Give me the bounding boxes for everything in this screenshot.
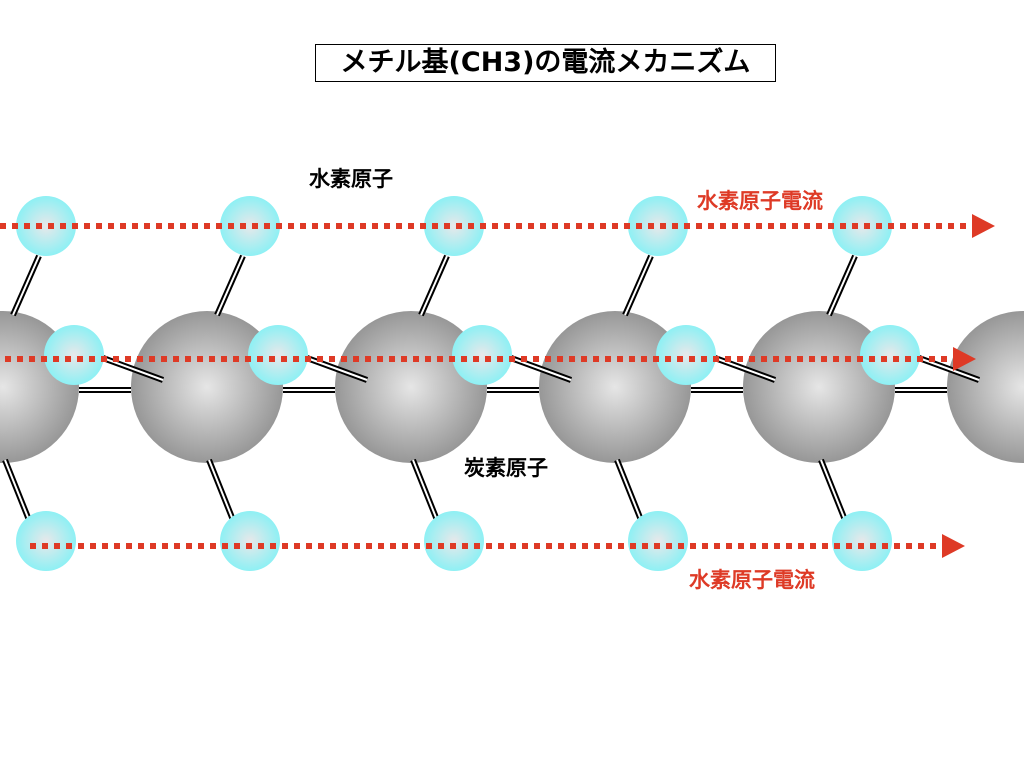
diagram-title: メチル基(CH3)の電流メカニズム [315, 44, 776, 82]
hydrogen-atom-lower [424, 511, 484, 571]
hydrogen-atom-lower [220, 511, 280, 571]
hydrogen-atom-middle [44, 325, 104, 385]
hydrogen-atom-middle [248, 325, 308, 385]
hydrogen-atom-upper [16, 196, 76, 256]
hydrogen-atom-middle [452, 325, 512, 385]
hydrogen-current-middle [5, 347, 976, 371]
hydrogen-current-top [0, 214, 995, 238]
carbon-hydrogen-bond-upper [622, 254, 654, 317]
hydrogen-atom-middle [656, 325, 716, 385]
carbon-hydrogen-bond-lower [206, 458, 236, 522]
carbon-atom [539, 311, 691, 463]
hydrogen-current-label-top: 水素原子電流 [697, 189, 823, 213]
hydrogen-atom-label: 水素原子 [309, 167, 393, 191]
hydrogen-atom-lower [16, 511, 76, 571]
hydrogen-atom-upper [220, 196, 280, 256]
hydrogen-current-bottom [30, 534, 965, 558]
carbon-hydrogen-bond-lower [2, 458, 32, 522]
arrowhead-icon [953, 347, 976, 371]
carbon-hydrogen-bond-upper [214, 254, 246, 317]
hydrogen-atom-lower [628, 511, 688, 571]
carbon-hydrogen-bond-lower [614, 458, 644, 522]
hydrogen-atom-upper [832, 196, 892, 256]
hydrogen-atom-lower [832, 511, 892, 571]
arrowhead-icon [942, 534, 965, 558]
arrowhead-icon [972, 214, 995, 238]
carbon-atom [131, 311, 283, 463]
carbon-hydrogen-bond-upper [418, 254, 450, 317]
hydrogen-current-label-bottom: 水素原子電流 [689, 568, 815, 592]
carbon-hydrogen-bond-lower [818, 458, 848, 522]
carbon-atom [335, 311, 487, 463]
hydrogen-atom-upper [424, 196, 484, 256]
carbon-atom [743, 311, 895, 463]
carbon-hydrogen-bond-upper [10, 254, 42, 317]
carbon-atom [947, 311, 1024, 463]
hydrogen-atom-upper [628, 196, 688, 256]
hydrogen-atom-middle [860, 325, 920, 385]
carbon-hydrogen-bond-upper [826, 254, 858, 317]
carbon-hydrogen-bond-lower [410, 458, 440, 522]
carbon-atom-label: 炭素原子 [464, 456, 548, 480]
